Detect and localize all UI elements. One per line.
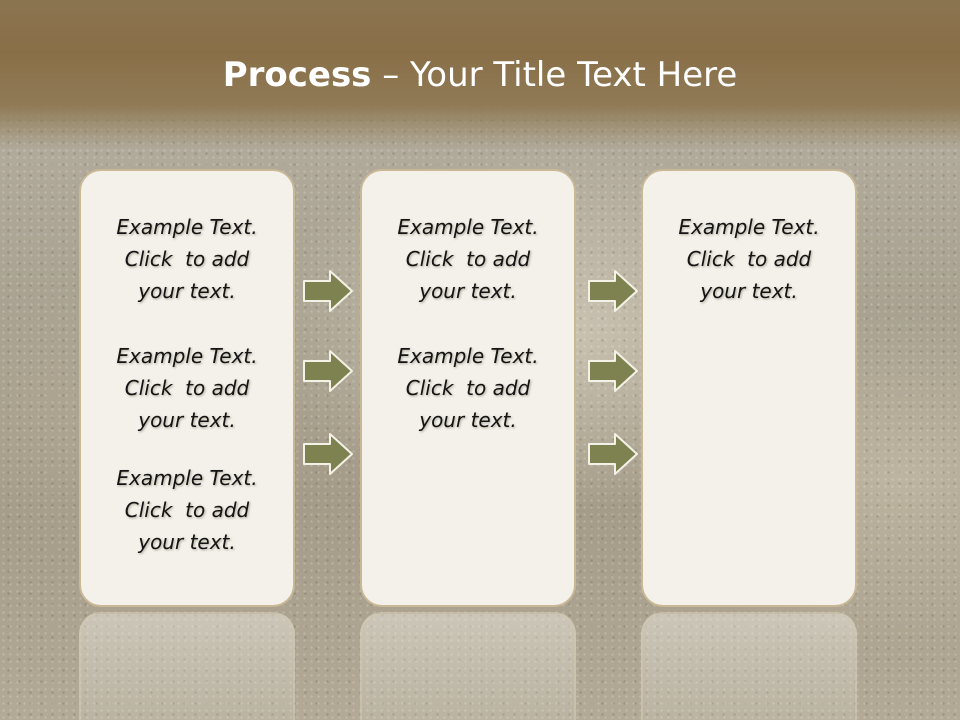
- text-block[interactable]: Example Text. Click to add your text.: [362, 340, 574, 436]
- text-line: Click to add: [124, 376, 250, 400]
- title-banner: [0, 0, 960, 150]
- text-block[interactable]: Example Text. Click to add your text.: [81, 211, 293, 307]
- text-line: Example Text.: [116, 466, 258, 490]
- text-line: Click to add: [124, 247, 250, 271]
- process-box-1[interactable]: Example Text. Click to add your text. Ex…: [79, 169, 295, 607]
- text-line: Example Text.: [397, 215, 539, 239]
- right-arrow-icon[interactable]: [302, 349, 354, 393]
- text-block[interactable]: Example Text. Click to add your text.: [362, 211, 574, 307]
- slide-title[interactable]: Process – Your Title Text Here: [0, 52, 960, 98]
- process-box-3[interactable]: Example Text. Click to add your text.: [641, 169, 857, 607]
- right-arrow-icon[interactable]: [587, 349, 639, 393]
- box-reflection: [79, 612, 295, 720]
- right-arrow-icon[interactable]: [587, 269, 639, 313]
- text-line: your text.: [419, 408, 517, 432]
- right-arrow-icon[interactable]: [302, 269, 354, 313]
- text-line: Click to add: [405, 376, 531, 400]
- text-line: Click to add: [124, 498, 250, 522]
- box-reflection: [641, 612, 857, 720]
- text-block[interactable]: Example Text. Click to add your text.: [81, 462, 293, 558]
- text-line: your text.: [138, 408, 236, 432]
- text-line: Click to add: [405, 247, 531, 271]
- process-box-2[interactable]: Example Text. Click to add your text. Ex…: [360, 169, 576, 607]
- right-arrow-icon[interactable]: [302, 432, 354, 476]
- title-bold: Process: [222, 55, 372, 95]
- right-arrow-icon[interactable]: [587, 432, 639, 476]
- text-line: Example Text.: [397, 344, 539, 368]
- text-line: Example Text.: [678, 215, 820, 239]
- text-line: your text.: [700, 279, 798, 303]
- box-reflection: [360, 612, 576, 720]
- text-line: Click to add: [686, 247, 812, 271]
- text-line: your text.: [138, 279, 236, 303]
- title-rest: – Your Title Text Here: [371, 55, 738, 95]
- text-line: your text.: [138, 530, 236, 554]
- text-line: Example Text.: [116, 215, 258, 239]
- text-line: Example Text.: [116, 344, 258, 368]
- text-line: your text.: [419, 279, 517, 303]
- text-block[interactable]: Example Text. Click to add your text.: [81, 340, 293, 436]
- text-block[interactable]: Example Text. Click to add your text.: [643, 211, 855, 307]
